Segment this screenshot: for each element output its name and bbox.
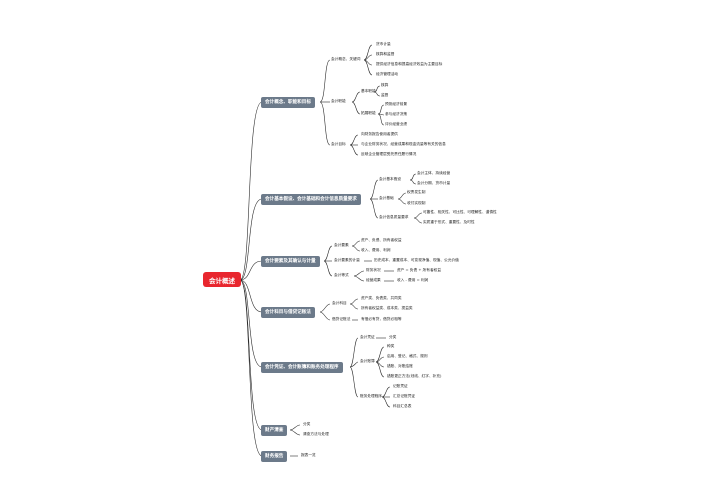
node-accounting-basis[interactable]: 会计基础 [379, 196, 394, 200]
leaf-voucher-text[interactable]: 分类 [389, 335, 397, 339]
leaf-subject-item[interactable]: 资产类、负债类、共同类 [361, 296, 402, 300]
connector-root-b3 [239, 260, 263, 281]
connector-root-b7 [239, 279, 263, 457]
leaf-quality-item[interactable]: 实质重于形式、重要性、及时性 [423, 220, 475, 224]
leaf-equation-value[interactable]: 收入 - 费用 = 利润 [397, 278, 429, 282]
node-elements[interactable]: 会计要素 [334, 243, 349, 247]
leaf-equation-value[interactable]: 资产 = 负债 + 所有者权益 [397, 268, 442, 272]
leaf-element-item[interactable]: 资产、负债、所有者权益 [361, 238, 402, 242]
branch-assumptions-quality[interactable]: 会计基本假设、会计基础和会计信息质量要求 [261, 194, 361, 205]
node-equation[interactable]: 会计等式 [334, 273, 349, 277]
leaf-expand-item[interactable]: 评价经营业绩 [385, 122, 408, 126]
leaf-assumption-item[interactable]: 会计分期、货币计量 [417, 181, 451, 185]
leaf-process-item[interactable]: 汇总记账凭证 [393, 394, 416, 398]
node-goal[interactable]: 会计目标 [331, 142, 346, 146]
leaf-assumption-item[interactable]: 会计主体、持续经营 [417, 171, 451, 175]
branch-elements-measurement[interactable]: 会计要素及其确认与计量 [261, 256, 320, 267]
leaf-goal-item[interactable]: 反映企业管理层受托责任履行情况 [361, 152, 417, 156]
branch-vouchers-books[interactable]: 会计凭证、会计账簿和账务处理程序 [261, 362, 343, 373]
leaf-basic-item[interactable]: 核算 [381, 83, 389, 87]
leaf-inventory-item[interactable]: 清查方法与处理 [303, 432, 329, 436]
leaf-book-item[interactable]: 错账更正方法(划线、红字、补充) [387, 374, 442, 378]
leaf-measurement-text[interactable]: 历史成本、重置成本、可变现净值、现值、公允价值 [374, 258, 459, 262]
root-topic[interactable]: 会计概述 [203, 272, 241, 287]
branch-concept-functions-goals[interactable]: 会计概念、职能和目标 [261, 97, 315, 108]
leaf-concept-item[interactable]: 提供经济信息和提高经济效益为主要目标 [376, 62, 443, 66]
node-basic-assumptions[interactable]: 会计基本假设 [379, 177, 402, 181]
leaf-book-item[interactable]: 错账、对账结账 [387, 364, 413, 368]
branch-financial-report[interactable]: 财务报告 [261, 451, 288, 462]
node-processing-procedures[interactable]: 账务处理程序 [360, 394, 383, 398]
leaf-equation-key[interactable]: 经营成果 [366, 278, 381, 282]
leaf-expand-item[interactable]: 参与经济决策 [385, 112, 408, 116]
leaf-debit-credit-text[interactable]: 有借必有贷，借贷必相等 [361, 317, 402, 321]
leaf-basis-item[interactable]: 收付实现制 [407, 201, 426, 205]
connector-root-b6 [239, 279, 263, 431]
leaf-process-item[interactable]: 科目汇总表 [393, 404, 412, 408]
leaf-concept-item[interactable]: 货币计量 [376, 42, 391, 46]
node-concept-keywords[interactable]: 会计概念、关键词 [331, 57, 361, 61]
leaf-book-item[interactable]: 种类 [387, 344, 395, 348]
node-basic-functions[interactable]: 基本职能 [361, 89, 376, 93]
connector-root-b5 [239, 279, 263, 368]
node-books[interactable]: 会计账簿 [360, 359, 375, 363]
connector-root-b1 [239, 101, 263, 281]
node-quality-requirements[interactable]: 会计信息质量要求 [379, 215, 409, 219]
leaf-expand-item[interactable]: 预测经济前景 [385, 102, 408, 106]
node-debit-credit[interactable]: 借贷记账法 [332, 317, 351, 321]
leaf-element-item[interactable]: 收入、费用、利润 [361, 248, 391, 252]
leaf-report-item[interactable]: 报表一览 [301, 453, 316, 457]
node-expand-functions[interactable]: 拓展职能 [361, 111, 376, 115]
branch-property-inventory[interactable]: 财产清查 [261, 425, 288, 436]
leaf-goal-item[interactable]: 与企业财务状况、经营成果和现金流量等有关的信息 [361, 142, 446, 146]
leaf-quality-item[interactable]: 可靠性、相关性、可比性、可理解性、谨慎性 [423, 210, 497, 214]
leaf-basis-item[interactable]: 权责发生制 [407, 190, 426, 194]
branch-accounts-debit-credit[interactable]: 会计科目与借贷记账法 [261, 307, 315, 318]
leaf-concept-item[interactable]: 经济管理活动 [376, 72, 399, 76]
node-measurement[interactable]: 会计要素的计量 [334, 258, 360, 262]
leaf-book-item[interactable]: 启用、登记、格式、规则 [387, 354, 428, 358]
leaf-concept-item[interactable]: 核算和监督 [376, 52, 395, 56]
leaf-inventory-item[interactable]: 分类 [303, 422, 311, 426]
leaf-subject-item[interactable]: 所有者权益类、成本类、损益类 [361, 306, 413, 310]
connector-root-b2 [239, 198, 263, 281]
node-vouchers[interactable]: 会计凭证 [360, 335, 375, 339]
node-account-subjects[interactable]: 会计科目 [332, 301, 347, 305]
leaf-process-item[interactable]: 记账凭证 [393, 384, 408, 388]
leaf-equation-key[interactable]: 财务状况 [366, 268, 381, 272]
node-functions[interactable]: 会计职能 [331, 99, 346, 103]
leaf-goal-item[interactable]: 向财务报告使用者提供 [361, 132, 398, 136]
leaf-basic-item[interactable]: 监督 [381, 93, 389, 97]
